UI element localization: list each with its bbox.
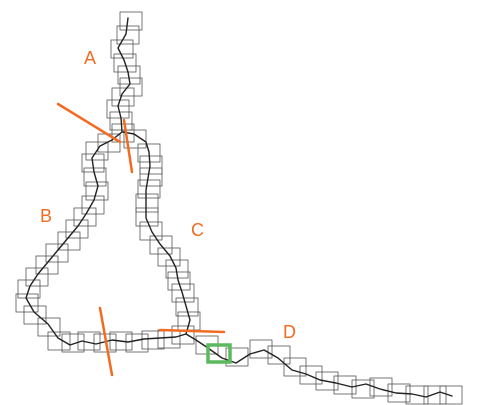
window-box bbox=[157, 329, 181, 349]
window-box bbox=[369, 377, 393, 397]
window-box bbox=[23, 305, 47, 325]
window-box bbox=[73, 207, 97, 227]
window-box bbox=[45, 243, 69, 263]
window-box bbox=[387, 383, 411, 403]
window-box bbox=[175, 297, 199, 317]
window-box bbox=[119, 77, 143, 97]
window-box bbox=[225, 347, 249, 367]
window-box bbox=[139, 221, 163, 241]
window-box bbox=[439, 385, 463, 405]
window-box bbox=[137, 179, 161, 199]
label-a: A bbox=[84, 48, 96, 68]
window-box bbox=[125, 333, 149, 353]
label-b: B bbox=[40, 206, 52, 226]
cut-lines bbox=[56, 102, 226, 377]
window-box bbox=[57, 231, 81, 251]
window-box bbox=[35, 255, 59, 275]
window-box bbox=[157, 247, 181, 267]
window-box bbox=[83, 167, 107, 187]
highlight-box bbox=[206, 343, 232, 364]
cut-line-bottom-right bbox=[158, 328, 226, 334]
window-box bbox=[171, 283, 195, 303]
window-boxes bbox=[15, 11, 463, 405]
window-box bbox=[116, 25, 140, 45]
window-box bbox=[117, 65, 141, 85]
window-box bbox=[119, 11, 143, 31]
window-box bbox=[351, 379, 375, 399]
window-box bbox=[77, 331, 101, 351]
window-box bbox=[171, 325, 195, 345]
window-box bbox=[333, 375, 357, 395]
window-box bbox=[85, 141, 109, 161]
window-box bbox=[137, 143, 161, 163]
window-box bbox=[17, 279, 41, 299]
window-box bbox=[315, 371, 339, 391]
window-box bbox=[299, 365, 323, 385]
window-box bbox=[61, 333, 85, 353]
tracked-path-line bbox=[25, 17, 453, 398]
cut-line-top bbox=[56, 102, 122, 144]
window-box bbox=[267, 345, 291, 365]
window-box bbox=[123, 129, 147, 149]
label-d: D bbox=[283, 322, 296, 342]
window-box bbox=[423, 385, 447, 405]
window-box bbox=[109, 111, 133, 131]
cut-line-top-vertical bbox=[122, 118, 134, 174]
window-box bbox=[111, 123, 135, 143]
window-box bbox=[405, 385, 429, 405]
window-box bbox=[167, 271, 191, 291]
label-c: C bbox=[191, 220, 204, 240]
window-box bbox=[65, 219, 89, 239]
window-box bbox=[81, 195, 105, 215]
window-box bbox=[139, 155, 163, 175]
window-box bbox=[113, 53, 137, 73]
window-box bbox=[81, 153, 105, 173]
window-box bbox=[283, 357, 307, 377]
cut-line-bottom-left bbox=[98, 306, 114, 377]
window-box bbox=[37, 317, 61, 337]
window-box bbox=[135, 207, 159, 227]
window-box bbox=[249, 339, 273, 359]
window-box bbox=[135, 193, 159, 213]
window-box bbox=[149, 235, 173, 255]
window-box bbox=[106, 99, 130, 119]
window-box bbox=[25, 267, 49, 287]
window-box bbox=[47, 331, 71, 351]
window-box bbox=[111, 87, 135, 107]
window-box bbox=[139, 167, 163, 187]
